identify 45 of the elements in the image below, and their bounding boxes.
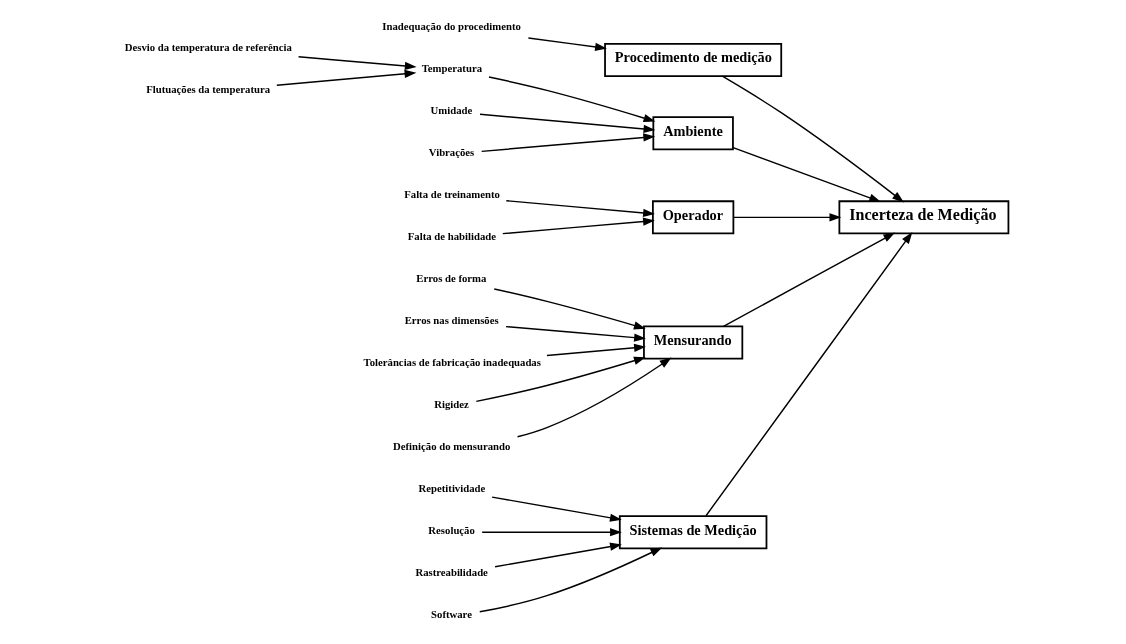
node-box: Operador bbox=[652, 200, 735, 235]
arrow bbox=[297, 56, 417, 70]
arrow bbox=[732, 213, 842, 222]
node-text: Rastreabilidade bbox=[415, 566, 488, 579]
node-text: Flutuações da temperatura bbox=[146, 83, 271, 96]
node-box: Mensurando bbox=[643, 325, 744, 360]
arrow bbox=[494, 542, 622, 568]
arrow bbox=[527, 37, 607, 51]
arrow bbox=[276, 69, 417, 86]
arrow bbox=[505, 200, 655, 218]
node-text: Inadequação do procedimento bbox=[382, 19, 521, 32]
arrow bbox=[546, 343, 646, 357]
node-text: Falta de habilidade bbox=[407, 229, 496, 242]
node-text: Software bbox=[431, 608, 472, 621]
node-text: Erros nas dimensões bbox=[404, 313, 499, 326]
arrow bbox=[488, 76, 656, 123]
arrow bbox=[732, 146, 881, 202]
arrow bbox=[705, 231, 913, 517]
node-box: Procedimento de medição bbox=[604, 42, 783, 77]
node-text: Erros de forma bbox=[416, 271, 487, 284]
node-box: Ambiente bbox=[652, 116, 734, 151]
arrow bbox=[491, 496, 622, 522]
arrow bbox=[481, 528, 622, 537]
node-box: Sistemas de Medição bbox=[618, 515, 768, 550]
arrow bbox=[722, 232, 896, 328]
arrow bbox=[493, 288, 646, 330]
arrow bbox=[475, 356, 646, 403]
arrow bbox=[721, 75, 904, 203]
arrow bbox=[505, 325, 646, 342]
arrow bbox=[479, 547, 663, 613]
node-text: Definição do mensurando bbox=[393, 439, 511, 452]
node-text: Umidade bbox=[430, 103, 473, 116]
node-text: Falta de treinamento bbox=[404, 187, 500, 200]
node-text: Tolerâncias de fabricação inadequadas bbox=[363, 355, 541, 368]
arrow bbox=[502, 217, 655, 235]
node-text: Temperatura bbox=[421, 61, 483, 74]
node-text: Vibrações bbox=[428, 145, 475, 158]
arrow bbox=[479, 113, 656, 134]
node-text: Rigidez bbox=[434, 397, 469, 410]
node-text: Resolução bbox=[428, 524, 475, 537]
arrow bbox=[480, 133, 656, 153]
node-text: Repetitividade bbox=[418, 482, 486, 495]
node-text: Desvio da temperatura de referência bbox=[124, 41, 292, 54]
arrow bbox=[516, 357, 672, 438]
node-box: Incerteza de Medição bbox=[838, 200, 1010, 235]
